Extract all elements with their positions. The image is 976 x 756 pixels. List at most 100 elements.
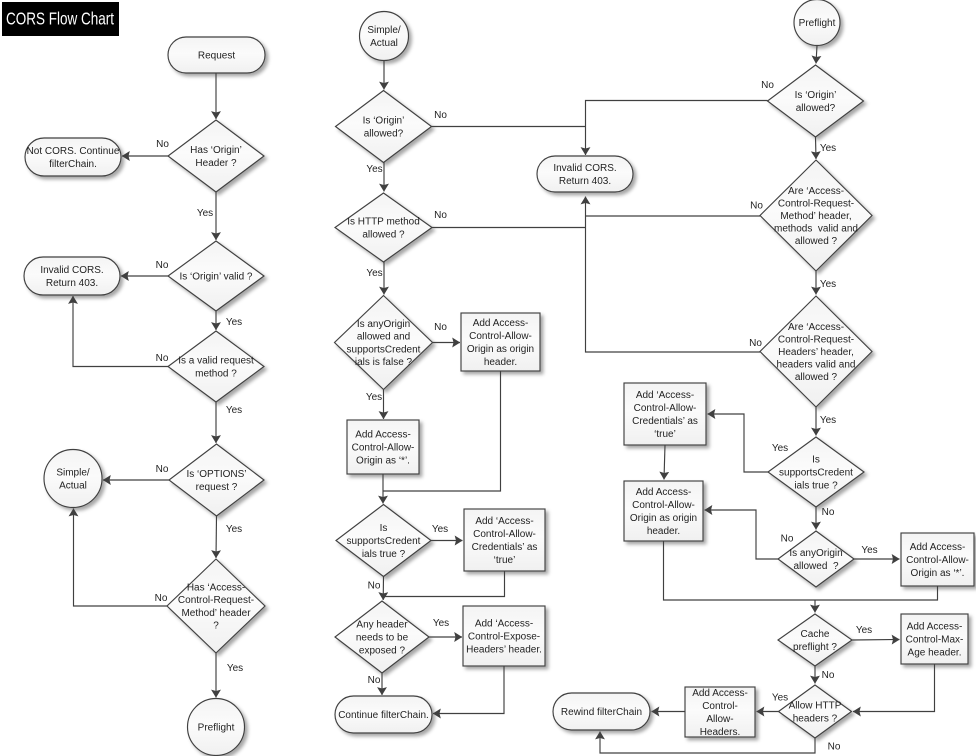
svg-text:Is HTTP method: Is HTTP method [347,217,420,228]
svg-text:Yes: Yes [820,415,836,426]
svg-text:Yes: Yes [856,625,872,636]
svg-text:Yes: Yes [226,405,242,416]
svg-text:CORS Flow Chart: CORS Flow Chart [6,9,114,29]
svg-text:Yes: Yes [861,545,877,556]
svg-text:supportsCredent: supportsCredent [347,536,421,547]
svg-text:needs to be: needs to be [356,633,409,644]
svg-text:Yes: Yes [366,392,382,403]
svg-text:Return 403.: Return 403. [46,278,98,289]
svg-text:allowed ?: allowed ? [793,561,838,572]
svg-text:Add Access-: Add Access- [355,430,411,441]
svg-text:No: No [156,464,169,475]
svg-text:header.: header. [484,357,517,368]
svg-text:Headers.: Headers. [700,727,741,738]
svg-text:allowed and: allowed and [357,332,410,343]
svg-text:No: No [155,593,168,604]
svg-text:filterChain.: filterChain. [49,159,97,170]
svg-text:Origin as origin: Origin as origin [467,344,534,355]
svg-text:No: No [822,507,835,518]
svg-text:Origin as ‘*’.: Origin as ‘*’. [356,456,410,467]
svg-text:Any header: Any header [356,620,408,631]
svg-text:Actual: Actual [59,481,87,492]
svg-text:Yes: Yes [433,618,449,629]
svg-text:Control-Allow-: Control-Allow- [469,331,532,342]
svg-text:allowed?: allowed? [796,103,836,114]
svg-text:ials true ?: ials true ? [794,481,838,492]
svg-text:No: No [822,670,835,681]
svg-text:supportsCredent: supportsCredent [347,344,421,355]
svg-text:Control-Allow-: Control-Allow- [634,403,697,414]
svg-text:No: No [156,353,169,364]
svg-text:Is ‘OPTIONS’: Is ‘OPTIONS’ [186,469,246,480]
svg-text:Not CORS. Continue: Not CORS. Continue [27,146,120,157]
svg-text:Control-Allow-: Control-Allow- [632,500,695,511]
svg-text:Has ‘Origin’: Has ‘Origin’ [190,145,242,156]
svg-text:headers valid and: headers valid and [777,360,856,371]
svg-text:Yes: Yes [772,443,788,454]
svg-text:Control-Allow-: Control-Allow- [906,555,969,566]
svg-text:Control-Request-: Control-Request- [778,198,854,209]
svg-text:Is ‘Origin’: Is ‘Origin’ [795,90,837,101]
svg-text:allowed?: allowed? [364,129,404,140]
svg-text:Yes: Yes [820,279,836,290]
svg-text:Yes: Yes [366,164,382,175]
svg-text:No: No [750,201,763,212]
svg-text:No: No [368,675,381,686]
svg-text:Yes: Yes [366,268,382,279]
svg-text:supportsCredent: supportsCredent [779,468,853,479]
svg-text:ials is false ?: ials is false ? [355,357,413,368]
svg-text:Is anyOrigin: Is anyOrigin [789,548,842,559]
svg-text:headers ?: headers ? [793,714,838,725]
svg-text:Add Access-: Add Access- [692,688,748,699]
svg-text:No: No [156,139,169,150]
svg-text:Preflight: Preflight [198,723,235,734]
svg-text:Control-Max-: Control-Max- [906,635,964,646]
svg-text:Is: Is [380,523,388,534]
svg-text:Is a valid request: Is a valid request [178,356,254,367]
svg-text:exposed ?: exposed ? [359,646,406,657]
svg-text:Actual: Actual [370,38,398,49]
svg-text:Origin as ‘*’.: Origin as ‘*’. [911,568,965,579]
svg-text:Control-Allow-: Control-Allow- [352,443,415,454]
svg-text:Control-Request-: Control-Request- [178,595,254,606]
svg-text:Origin as origin: Origin as origin [630,513,697,524]
svg-text:Request: Request [198,51,235,62]
svg-text:Control-Allow-: Control-Allow- [473,529,536,540]
svg-text:Is: Is [812,455,820,466]
svg-text:Control-Request-: Control-Request- [778,334,854,345]
svg-text:Add ‘Access-: Add ‘Access- [475,619,533,630]
svg-text:Credentials’ as: Credentials’ as [632,416,698,427]
svg-text:Yes: Yes [432,524,448,535]
svg-text:Add Access-: Add Access- [473,318,529,329]
svg-text:Header ?: Header ? [195,158,237,169]
svg-text:Return 403.: Return 403. [559,176,611,187]
svg-text:Invalid CORS.: Invalid CORS. [553,163,616,174]
svg-text:No: No [761,80,774,91]
svg-text:No: No [434,322,447,333]
svg-text:Yes: Yes [227,663,243,674]
svg-text:Yes: Yes [226,317,242,328]
svg-text:Yes: Yes [772,693,788,704]
svg-text:Is ‘Origin’ valid ?: Is ‘Origin’ valid ? [180,272,253,283]
svg-text:Are ‘Access-: Are ‘Access- [788,322,844,333]
svg-text:Cache: Cache [801,629,830,640]
svg-text:Rewind filterChain: Rewind filterChain [561,707,642,718]
svg-text:No: No [368,581,381,592]
svg-text:allowed ?: allowed ? [795,236,838,247]
svg-text:Add ‘Access-: Add ‘Access- [636,390,694,401]
svg-text:Preflight: Preflight [799,18,836,29]
svg-text:No: No [828,742,841,753]
svg-text:No: No [749,338,762,349]
svg-text:No: No [434,210,447,221]
svg-text:Control-: Control- [702,701,738,712]
svg-text:Simple/: Simple/ [367,25,401,36]
svg-text:Is anyOrigin: Is anyOrigin [357,319,410,330]
svg-text:allowed ?: allowed ? [795,372,838,383]
svg-text:Has ‘Access-: Has ‘Access- [187,583,245,594]
svg-text:‘true’: ‘true’ [654,429,676,440]
svg-text:ials true ?: ials true ? [362,549,406,560]
svg-text:Yes: Yes [226,524,242,535]
svg-text:Credentials’ as: Credentials’ as [472,542,538,553]
svg-text:?: ? [213,620,219,631]
svg-text:Allow HTTP: Allow HTTP [789,701,842,712]
